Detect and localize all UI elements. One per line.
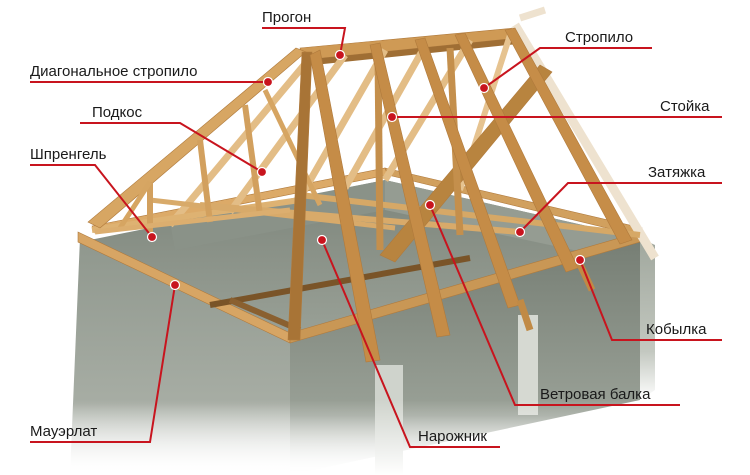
dot-shprengel <box>146 231 158 243</box>
dot-kobylka <box>574 254 586 266</box>
leader-kobylka <box>579 259 722 341</box>
label-narozhnik: Нарожник <box>418 428 487 445</box>
dot-stropilo <box>478 82 490 94</box>
dot-narozhnik <box>316 234 328 246</box>
marker-dots <box>146 49 586 291</box>
right-return-wall <box>640 238 655 400</box>
label-wind-beam: Ветровая балка <box>540 386 651 403</box>
label-stropilo: Стропило <box>565 29 633 46</box>
leader-lines <box>30 27 722 448</box>
dot-diagonal-rafter <box>262 76 274 88</box>
leader-shprengel <box>30 164 153 238</box>
leader-stropilo <box>483 47 652 89</box>
label-shprengel: Шпренгель <box>30 146 107 163</box>
leader-narozhnik <box>321 239 500 448</box>
dot-mauerlat <box>169 279 181 291</box>
ridge-beam <box>299 27 519 66</box>
back-rafters <box>167 6 659 261</box>
ground-fade <box>0 400 750 475</box>
label-diagonal-rafter: Диагональное стропило <box>30 63 198 80</box>
left-struts <box>94 88 323 235</box>
label-kobylka: Кобылка <box>646 321 707 338</box>
leader-wind-beam <box>429 204 680 406</box>
text-labels: Прогон Диагональное стропило Подкос Шпре… <box>30 9 710 445</box>
label-mauerlat: Мауэрлат <box>30 423 97 440</box>
leader-zatyazhka <box>519 182 722 233</box>
label-podkos: Подкос <box>92 104 143 121</box>
leader-mauerlat <box>30 284 176 443</box>
dot-progon <box>334 49 346 61</box>
label-zatyazhka: Затяжка <box>648 164 706 181</box>
diagonal-rafter <box>87 47 307 229</box>
window-opening-2 <box>518 315 538 415</box>
leader-progon <box>262 27 347 56</box>
label-stoyka: Стойка <box>660 98 710 115</box>
leader-podkos <box>80 122 263 173</box>
dot-stoyka <box>386 111 398 123</box>
dot-wind-beam <box>424 199 436 211</box>
label-progon: Прогон <box>262 9 311 26</box>
dot-zatyazhka <box>514 226 526 238</box>
dot-podkos <box>256 166 268 178</box>
